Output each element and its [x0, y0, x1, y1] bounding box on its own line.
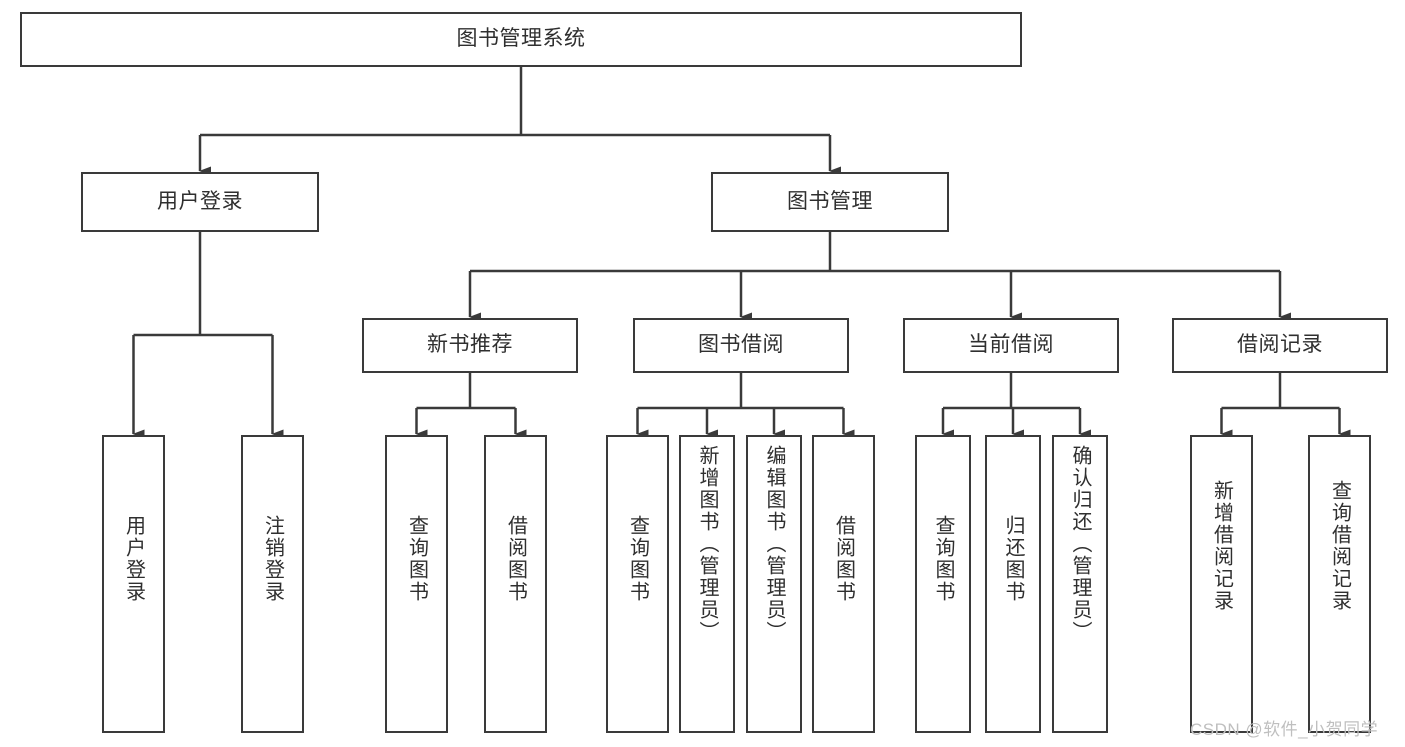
node-label: 图书管理	[787, 189, 873, 213]
node-leaf13[interactable]: 查询借阅记录	[1308, 435, 1371, 733]
node-current[interactable]: 当前借阅	[903, 318, 1119, 373]
node-leaf2[interactable]: 注销登录	[241, 435, 304, 733]
node-label: 查询图书	[405, 515, 428, 603]
node-leaf8[interactable]: 借阅图书	[812, 435, 875, 733]
edge-group	[132, 67, 1351, 439]
node-root[interactable]: 图书管理系统	[20, 12, 1022, 67]
node-label: 新书推荐	[427, 333, 513, 357]
node-newbook[interactable]: 新书推荐	[362, 318, 578, 373]
node-label: 当前借阅	[968, 333, 1054, 357]
node-label: 新增图书（管理员）	[696, 445, 718, 643]
node-label: 用户登录	[122, 515, 145, 603]
node-leaf11[interactable]: 确认归还（管理员）	[1052, 435, 1108, 733]
node-label: 图书借阅	[698, 333, 784, 357]
node-leaf1[interactable]: 用户登录	[102, 435, 165, 733]
node-label: 编辑图书（管理员）	[763, 445, 785, 643]
node-leaf7[interactable]: 编辑图书（管理员）	[746, 435, 802, 733]
node-label: 查询图书	[932, 515, 954, 603]
node-label: 新增借阅记录	[1210, 480, 1233, 612]
node-label: 查询图书	[626, 515, 649, 603]
node-leaf9[interactable]: 查询图书	[915, 435, 971, 733]
node-leaf5[interactable]: 查询图书	[606, 435, 669, 733]
node-leaf3[interactable]: 查询图书	[385, 435, 448, 733]
node-label: 查询借阅记录	[1328, 480, 1351, 612]
node-label: 借阅记录	[1237, 333, 1323, 357]
node-label: 借阅图书	[832, 515, 855, 603]
node-leaf10[interactable]: 归还图书	[985, 435, 1041, 733]
node-borrow[interactable]: 图书借阅	[633, 318, 849, 373]
node-leaf6[interactable]: 新增图书（管理员）	[679, 435, 735, 733]
node-leaf12[interactable]: 新增借阅记录	[1190, 435, 1253, 733]
node-records[interactable]: 借阅记录	[1172, 318, 1388, 373]
node-leaf4[interactable]: 借阅图书	[484, 435, 547, 733]
watermark-text: CSDN @软件_小贺同学	[1190, 720, 1379, 739]
node-label: 借阅图书	[504, 515, 527, 603]
node-label: 用户登录	[157, 189, 243, 213]
node-label: 确认归还（管理员）	[1069, 445, 1091, 643]
node-bookmgmt[interactable]: 图书管理	[711, 172, 949, 232]
node-login[interactable]: 用户登录	[81, 172, 319, 232]
node-label: 注销登录	[261, 515, 284, 603]
node-label: 图书管理系统	[456, 27, 586, 51]
node-label: 归还图书	[1002, 515, 1024, 603]
